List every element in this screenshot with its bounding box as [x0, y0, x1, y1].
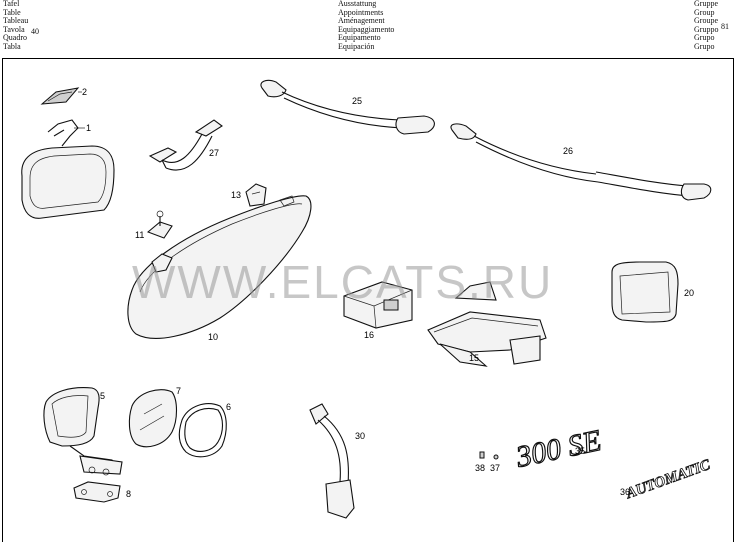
header-left-label: Quadro [3, 33, 27, 43]
callout-35: 35 [575, 446, 585, 456]
header-left-labels: Tafel Table Tableau Tavola Quadro Tabla [3, 0, 28, 52]
callout-26: 26 [563, 146, 573, 156]
callout-11: 11 [135, 230, 144, 240]
header-center-label: Equipaggiamento [338, 24, 395, 34]
header-center-label: Equipamento [338, 33, 381, 43]
part-7-mirror-glass [128, 389, 178, 448]
header-right-label: Gruppo [694, 24, 719, 34]
header-left-label: Tafel [3, 0, 20, 8]
callout-27: 27 [209, 148, 219, 158]
part-10-sun-visor [127, 195, 312, 339]
callout-15: 15 [469, 353, 479, 363]
part-13-visor-clip [245, 183, 267, 207]
header-center-label: Appointments [338, 7, 384, 17]
header-left-label: Tableau [3, 16, 29, 26]
callout-38: 38 [475, 463, 485, 473]
part-15-console [427, 281, 547, 367]
part-6-mirror-seal [178, 403, 227, 458]
callout-30: 30 [355, 431, 365, 441]
callout-36: 36 [620, 487, 630, 497]
part-5-exterior-mirror [43, 387, 123, 476]
header-right-label: Gruppe [694, 0, 718, 8]
part-11-visor-bracket [146, 210, 173, 239]
callout-13: 13 [231, 190, 241, 200]
group-number: 81 [721, 22, 729, 31]
part-38-clip [479, 451, 485, 459]
header-left-label: Tabla [3, 41, 21, 51]
diagram-frame [2, 58, 734, 542]
callout-6: 6 [226, 402, 231, 412]
part-37-clip [493, 454, 499, 460]
part-30-bracket [309, 403, 355, 519]
table-number: 40 [31, 27, 39, 36]
header-right-label: Group [694, 7, 715, 17]
part-16-switch-housing [343, 281, 413, 329]
callout-5: 5 [100, 391, 105, 401]
callout-2: 2 [82, 87, 87, 97]
header-center-labels: Ausstattung Appointments Aménagement Equ… [338, 0, 394, 52]
header-left-label: Table [3, 7, 21, 17]
part-26-grab-rail [450, 123, 712, 201]
part-2-mirror-cover [40, 87, 80, 105]
part-8-mirror-base [73, 481, 121, 503]
part-20-lamp [611, 261, 679, 323]
part-35-emblem-300se: 300 SE [512, 423, 605, 475]
callout-7: 7 [176, 386, 181, 396]
header-left-label: Tavola [3, 24, 25, 34]
part-25-grab-rail [260, 79, 435, 135]
part-27-grab-handle [148, 119, 223, 171]
callout-10: 10 [208, 332, 218, 342]
callouts: 2 1 27 25 26 13 11 10 16 15 20 5 7 6 8 3… [74, 87, 694, 499]
part-1-interior-mirror [21, 119, 115, 219]
callout-20: 20 [684, 288, 694, 298]
part-36-emblem-automatic: AUTOMATIC [623, 456, 714, 503]
callout-37: 37 [490, 463, 500, 473]
callout-16: 16 [364, 330, 374, 340]
emblem-300se-text: 300 SE [512, 424, 604, 474]
callout-8: 8 [126, 489, 131, 499]
header-right-labels: Gruppe Group Groupe Gruppo Grupo Grupo [694, 0, 718, 52]
header-center-label: Ausstattung [338, 0, 377, 8]
emblem-automatic-text: AUTOMATIC [623, 457, 713, 503]
header-right-label: Grupo [694, 41, 715, 51]
callout-25: 25 [352, 96, 362, 106]
page-header: Tafel Table Tableau Tavola Quadro Tabla … [0, 0, 736, 58]
header-center-label: Aménagement [338, 16, 385, 26]
callout-1: 1 [86, 123, 91, 133]
header-center-label: Equipación [338, 41, 375, 51]
header-right-label: Groupe [694, 16, 718, 26]
header-right-label: Grupo [694, 33, 715, 43]
watermark: WWW.ELCATS.RU [132, 256, 553, 308]
